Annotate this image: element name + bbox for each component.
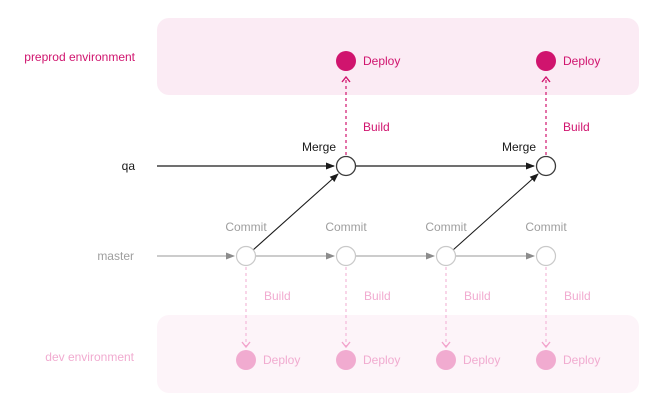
merge-node [335, 155, 357, 177]
commit-node [235, 245, 257, 267]
dev-deploy-label: Deploy [363, 353, 400, 367]
preprod-deploy-node [536, 51, 556, 71]
commit-label: Commit [425, 220, 467, 234]
merge-arrow [452, 173, 539, 251]
merge-node [535, 155, 557, 177]
commit-node [435, 245, 457, 267]
dev-environment-band [157, 315, 639, 393]
build-label-dev: Build [264, 289, 291, 303]
commit-node [535, 245, 557, 267]
commit-label: Commit [525, 220, 567, 234]
dev-deploy-label: Deploy [263, 353, 300, 367]
dev-deploy-node [436, 350, 456, 370]
build-label-dev: Build [364, 289, 391, 303]
commit-label: Commit [325, 220, 367, 234]
preprod-environment-band [157, 18, 639, 95]
preprod-deploy-node [336, 51, 356, 71]
dev-deploy-label: Deploy [563, 353, 600, 367]
merge-arrow [252, 173, 339, 251]
commit-label: Commit [225, 220, 267, 234]
preprod-deploy-label: Deploy [563, 54, 600, 68]
build-label-preprod: Build [563, 120, 590, 134]
dev-environment-label: dev environment [45, 350, 134, 364]
master-branch-label: master [97, 249, 134, 263]
build-label-preprod: Build [363, 120, 390, 134]
merge-label: Merge [502, 140, 536, 154]
dev-deploy-label: Deploy [463, 353, 500, 367]
preprod-deploy-label: Deploy [363, 54, 400, 68]
qa-branch-label: qa [122, 159, 136, 173]
commit-node [335, 245, 357, 267]
preprod-environment-label: preprod environment [24, 50, 135, 64]
merge-label: Merge [302, 140, 336, 154]
build-label-dev: Build [464, 289, 491, 303]
dev-deploy-node [336, 350, 356, 370]
dev-deploy-node [236, 350, 256, 370]
build-label-dev: Build [564, 289, 591, 303]
dev-deploy-node [536, 350, 556, 370]
